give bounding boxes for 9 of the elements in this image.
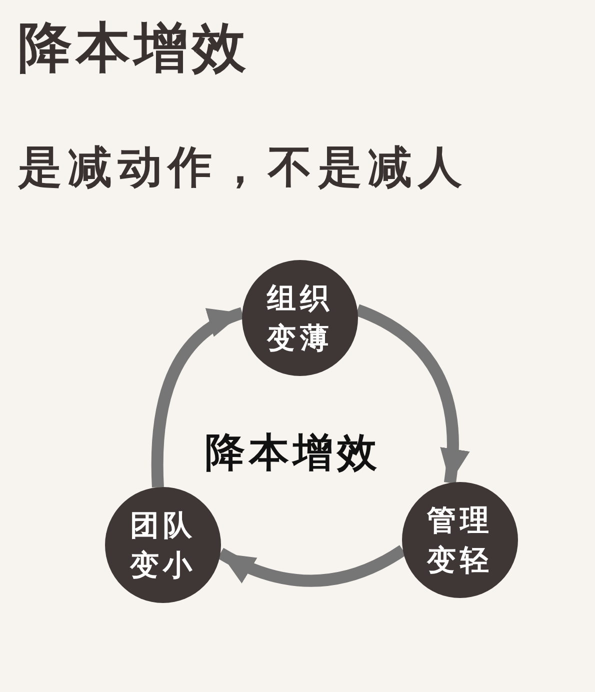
curved-arrow <box>355 304 469 484</box>
circle-node: 管理变轻 <box>402 482 518 598</box>
curved-arrow <box>218 544 406 587</box>
title: 降本增效 <box>18 15 250 81</box>
circle-node: 组织变薄 <box>242 260 358 376</box>
center-label: 降本增效 <box>205 429 381 478</box>
curved-arrow <box>151 307 244 488</box>
subtitle: 是减动作，不是减人 <box>18 141 468 195</box>
circle-node: 团队变小 <box>105 487 221 603</box>
